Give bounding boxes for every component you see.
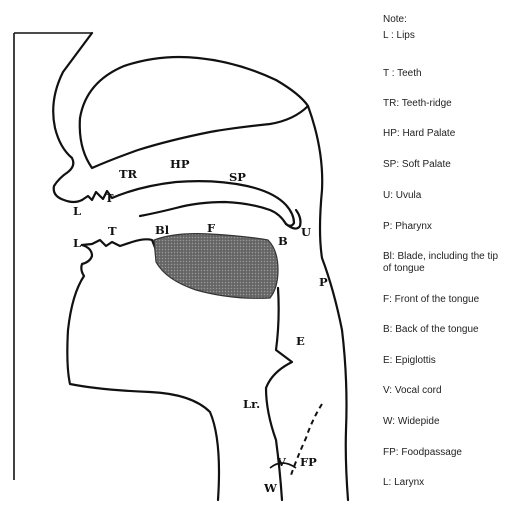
legend-item: SP: Soft Palate [383, 159, 525, 171]
label-larynx: Lr. [243, 397, 260, 411]
label-lips-upper: L [73, 204, 81, 218]
legend-item: Bl: Blade, including the tip of tongue [383, 251, 503, 275]
label-epiglottis: E [296, 334, 305, 348]
label-teeth-lower: T [108, 224, 117, 238]
legend-item: L: Larynx [383, 477, 525, 489]
legend-item: FP: Foodpassage [383, 447, 525, 459]
label-soft-palate: SP [229, 170, 246, 184]
legend-item: U: Uvula [383, 190, 525, 202]
legend-item: V: Vocal cord [383, 385, 525, 397]
vocal-tract-diagram: L T TR HP SP U L T Bl F B P E Lr. V W FP [0, 0, 380, 511]
legend-item: W: Widepide [383, 416, 525, 428]
label-food-passage: FP [300, 455, 317, 469]
legend-notes: Note: L : Lips T : Teeth TR: Teeth-ridge… [383, 14, 525, 26]
legend-item: TR: Teeth-ridge [383, 98, 525, 110]
lower-teeth-line [82, 239, 156, 250]
label-uvula: U [301, 225, 311, 239]
label-teeth-upper: T [105, 191, 114, 205]
tongue-shaded [154, 234, 278, 299]
legend-item: P: Pharynx [383, 221, 525, 233]
legend-item: F: Front of the tongue [383, 294, 525, 306]
legend-item: B: Back of the tongue [383, 324, 525, 336]
label-vocal-cord: V [276, 455, 287, 469]
label-hard-palate: HP [170, 157, 190, 171]
label-back-tongue: B [278, 234, 288, 248]
upper-teeth-and-palate [82, 181, 294, 226]
legend-item: T : Teeth [383, 68, 525, 80]
label-windpipe: W [263, 481, 278, 495]
pharynx-back-wall [308, 106, 348, 500]
nasal-cavity [80, 57, 308, 168]
legend-item: L : Lips [383, 30, 525, 42]
label-teeth-ridge: TR [119, 167, 138, 181]
label-pharynx: P [319, 275, 328, 289]
legend-title: Note: [383, 14, 525, 26]
face-upper-outline [53, 33, 92, 202]
label-blade: Bl [155, 223, 170, 237]
legend-item: HP: Hard Palate [383, 128, 525, 140]
label-front-tongue: F [207, 221, 216, 235]
label-lips-lower: L [73, 236, 81, 250]
legend-item: E: Epiglottis [383, 355, 525, 367]
